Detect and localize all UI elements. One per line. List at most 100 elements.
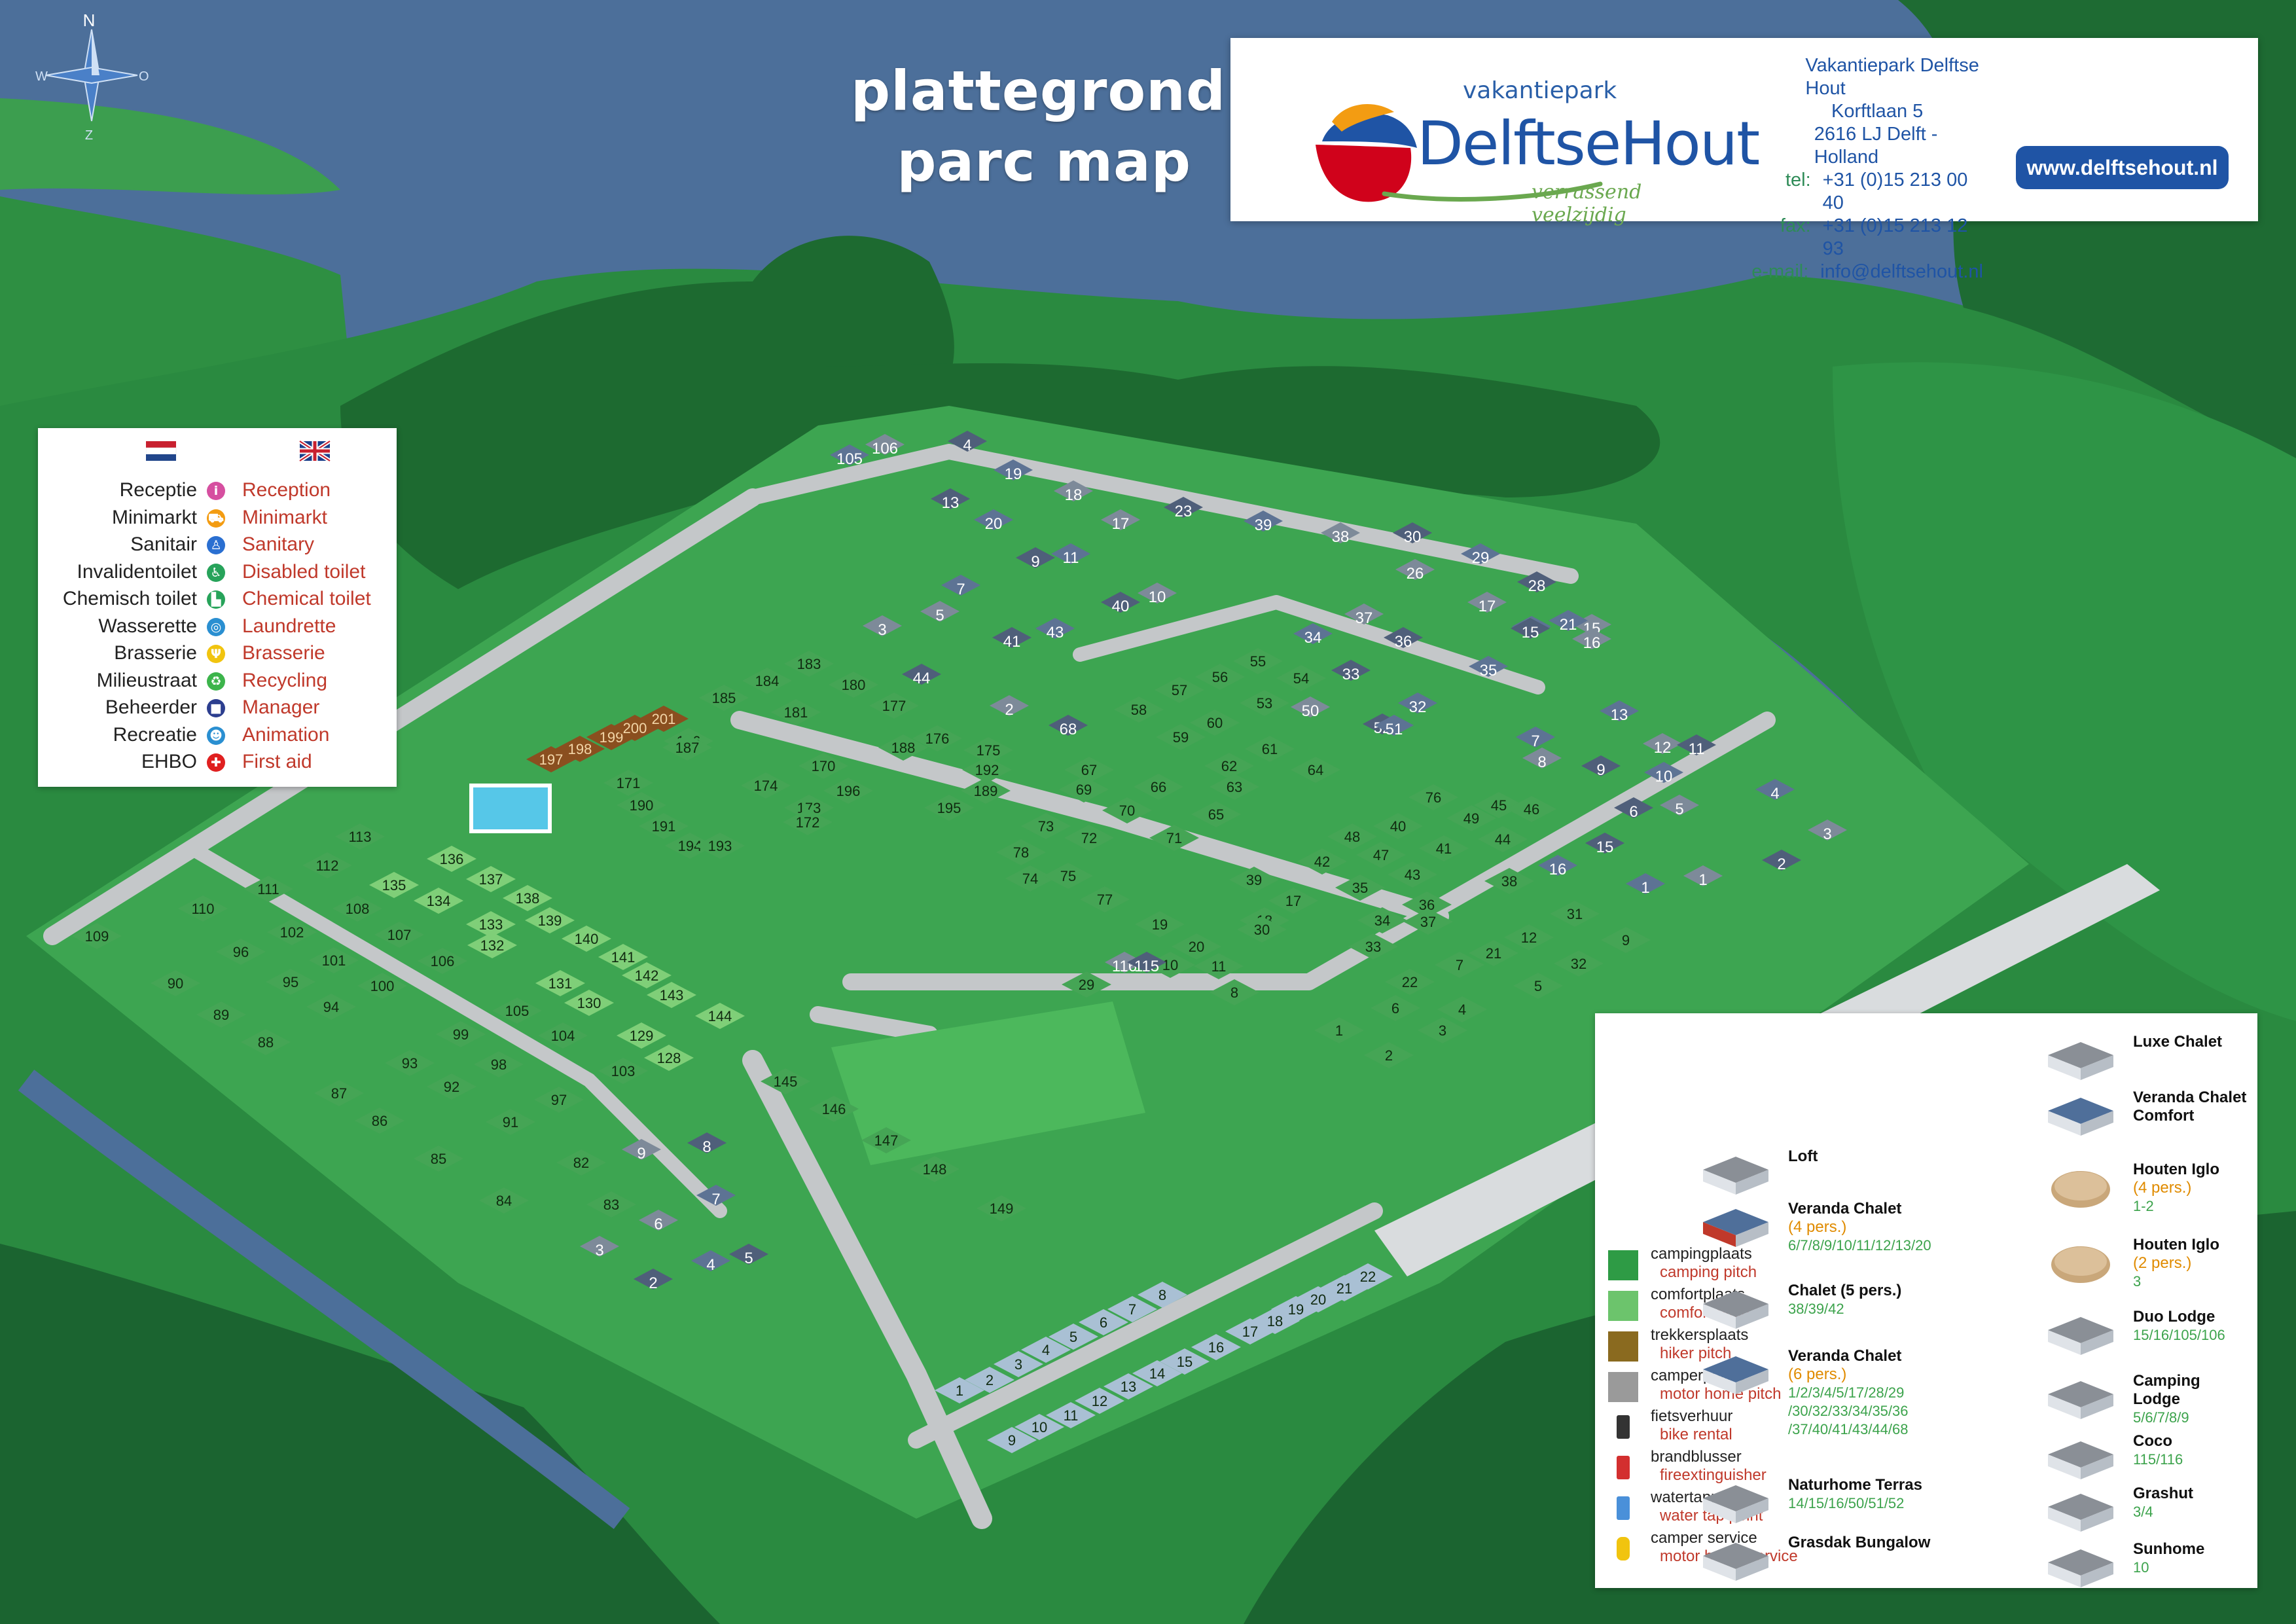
- accommodation-marker[interactable]: 43: [1035, 618, 1075, 641]
- camping-pitch[interactable]: 73: [1021, 813, 1071, 839]
- accommodation-marker[interactable]: 68: [1049, 715, 1088, 738]
- accommodation-marker[interactable]: 15: [1585, 833, 1624, 856]
- accommodation-marker[interactable]: 41: [992, 627, 1031, 651]
- camping-pitch[interactable]: 99: [436, 1021, 486, 1047]
- camping-pitch[interactable]: 113: [335, 823, 385, 850]
- accommodation-marker[interactable]: 23: [1164, 497, 1203, 520]
- hiker-pitch[interactable]: 201: [639, 706, 689, 732]
- camping-pitch[interactable]: 95: [266, 969, 315, 995]
- accommodation-marker[interactable]: 8: [1522, 748, 1562, 771]
- motorhome-pitch[interactable]: 6: [1079, 1309, 1128, 1335]
- comfort-pitch[interactable]: 138: [503, 885, 552, 911]
- camping-pitch[interactable]: 31: [1550, 901, 1600, 927]
- comfort-pitch[interactable]: 143: [647, 982, 696, 1008]
- camping-pitch[interactable]: 21: [1469, 940, 1518, 966]
- camping-pitch[interactable]: 22: [1385, 969, 1435, 995]
- camping-pitch[interactable]: 105: [492, 998, 542, 1024]
- camping-pitch[interactable]: 91: [486, 1109, 535, 1135]
- camping-pitch[interactable]: 41: [1419, 835, 1469, 861]
- camping-pitch[interactable]: 66: [1134, 774, 1183, 800]
- camping-pitch[interactable]: 184: [742, 668, 792, 694]
- comfort-pitch[interactable]: 131: [535, 970, 585, 996]
- accommodation-marker[interactable]: 5: [729, 1244, 768, 1267]
- camping-pitch[interactable]: 177: [869, 693, 919, 719]
- comfort-pitch[interactable]: 128: [644, 1045, 694, 1071]
- accommodation-marker[interactable]: 39: [1244, 511, 1283, 534]
- accommodation-marker[interactable]: 9: [1016, 547, 1055, 571]
- camping-pitch[interactable]: 189: [961, 778, 1011, 804]
- accommodation-marker[interactable]: 19: [994, 460, 1033, 483]
- motorhome-pitch[interactable]: 9: [987, 1427, 1037, 1453]
- camping-pitch[interactable]: 87: [314, 1080, 364, 1106]
- camping-pitch[interactable]: 190: [617, 792, 666, 818]
- camping-pitch[interactable]: 38: [1484, 868, 1534, 894]
- camping-pitch[interactable]: 71: [1149, 825, 1199, 851]
- accommodation-marker[interactable]: 115: [1127, 952, 1166, 975]
- accommodation-marker[interactable]: 34: [1293, 623, 1333, 647]
- accommodation-marker[interactable]: 2: [990, 695, 1029, 719]
- motorhome-pitch[interactable]: 2: [965, 1367, 1014, 1393]
- camping-pitch[interactable]: 180: [829, 672, 878, 698]
- motorhome-pitch[interactable]: 1: [935, 1377, 984, 1403]
- camping-pitch[interactable]: 175: [963, 737, 1013, 763]
- camping-pitch[interactable]: 148: [910, 1156, 960, 1182]
- camping-pitch[interactable]: 49: [1446, 805, 1496, 831]
- accommodation-marker[interactable]: 21: [1549, 610, 1588, 634]
- motorhome-pitch[interactable]: 7: [1107, 1296, 1157, 1322]
- camping-pitch[interactable]: 3: [1418, 1017, 1467, 1043]
- camping-pitch[interactable]: 101: [309, 947, 359, 973]
- camping-pitch[interactable]: 146: [809, 1096, 859, 1122]
- motorhome-pitch[interactable]: 13: [1103, 1373, 1153, 1399]
- accommodation-marker[interactable]: 50: [1291, 696, 1330, 720]
- accommodation-marker[interactable]: 51: [1374, 715, 1414, 738]
- camping-pitch[interactable]: 109: [72, 923, 122, 949]
- camping-pitch[interactable]: 145: [761, 1068, 810, 1094]
- accommodation-marker[interactable]: 16: [1572, 628, 1611, 652]
- camping-pitch[interactable]: 29: [1062, 971, 1111, 998]
- camping-pitch[interactable]: 149: [977, 1195, 1026, 1221]
- accommodation-marker[interactable]: 32: [1398, 693, 1437, 716]
- camping-pitch[interactable]: 53: [1240, 690, 1289, 716]
- camping-pitch[interactable]: 9: [1601, 927, 1651, 953]
- accommodation-marker[interactable]: 18: [1054, 480, 1093, 504]
- accommodation-marker[interactable]: 106: [865, 434, 905, 458]
- comfort-pitch[interactable]: 136: [427, 846, 476, 872]
- camping-pitch[interactable]: 195: [924, 795, 974, 821]
- camping-pitch[interactable]: 93: [385, 1050, 435, 1076]
- accommodation-marker[interactable]: 35: [1469, 656, 1508, 679]
- motorhome-pitch[interactable]: 11: [1046, 1402, 1096, 1428]
- camping-pitch[interactable]: 74: [1005, 865, 1055, 892]
- camping-pitch[interactable]: 108: [332, 895, 382, 922]
- camping-pitch[interactable]: 111: [243, 876, 293, 902]
- comfort-pitch[interactable]: 130: [564, 990, 614, 1016]
- camping-pitch[interactable]: 55: [1233, 648, 1283, 674]
- camping-pitch[interactable]: 90: [151, 970, 200, 996]
- camping-pitch[interactable]: 63: [1210, 774, 1259, 800]
- camping-pitch[interactable]: 7: [1435, 952, 1484, 978]
- camping-pitch[interactable]: 58: [1114, 696, 1164, 723]
- camping-pitch[interactable]: 75: [1043, 863, 1093, 889]
- camping-pitch[interactable]: 110: [178, 895, 228, 922]
- camping-pitch[interactable]: 19: [1135, 911, 1185, 937]
- motorhome-pitch[interactable]: 5: [1049, 1324, 1098, 1350]
- accommodation-marker[interactable]: 11: [1051, 543, 1090, 567]
- camping-pitch[interactable]: 94: [306, 994, 356, 1020]
- camping-pitch[interactable]: 187: [662, 734, 712, 761]
- camping-pitch[interactable]: 72: [1064, 825, 1114, 851]
- camping-pitch[interactable]: 107: [374, 922, 424, 948]
- camping-pitch[interactable]: 64: [1291, 757, 1340, 783]
- camping-pitch[interactable]: 86: [355, 1108, 404, 1134]
- accommodation-marker[interactable]: 36: [1384, 627, 1423, 651]
- accommodation-marker[interactable]: 6: [1614, 797, 1653, 821]
- camping-pitch[interactable]: 43: [1388, 861, 1437, 888]
- camping-pitch[interactable]: 170: [798, 753, 848, 779]
- camping-pitch[interactable]: 112: [302, 852, 352, 878]
- camping-pitch[interactable]: 47: [1356, 842, 1406, 868]
- accommodation-marker[interactable]: 5: [920, 601, 960, 624]
- camping-pitch[interactable]: 42: [1297, 848, 1347, 875]
- camping-pitch[interactable]: 78: [996, 839, 1046, 865]
- accommodation-marker[interactable]: 1: [1626, 873, 1665, 897]
- accommodation-marker[interactable]: 116: [1105, 952, 1144, 975]
- accommodation-marker[interactable]: 10: [1138, 583, 1177, 606]
- accommodation-marker[interactable]: 7: [696, 1185, 736, 1208]
